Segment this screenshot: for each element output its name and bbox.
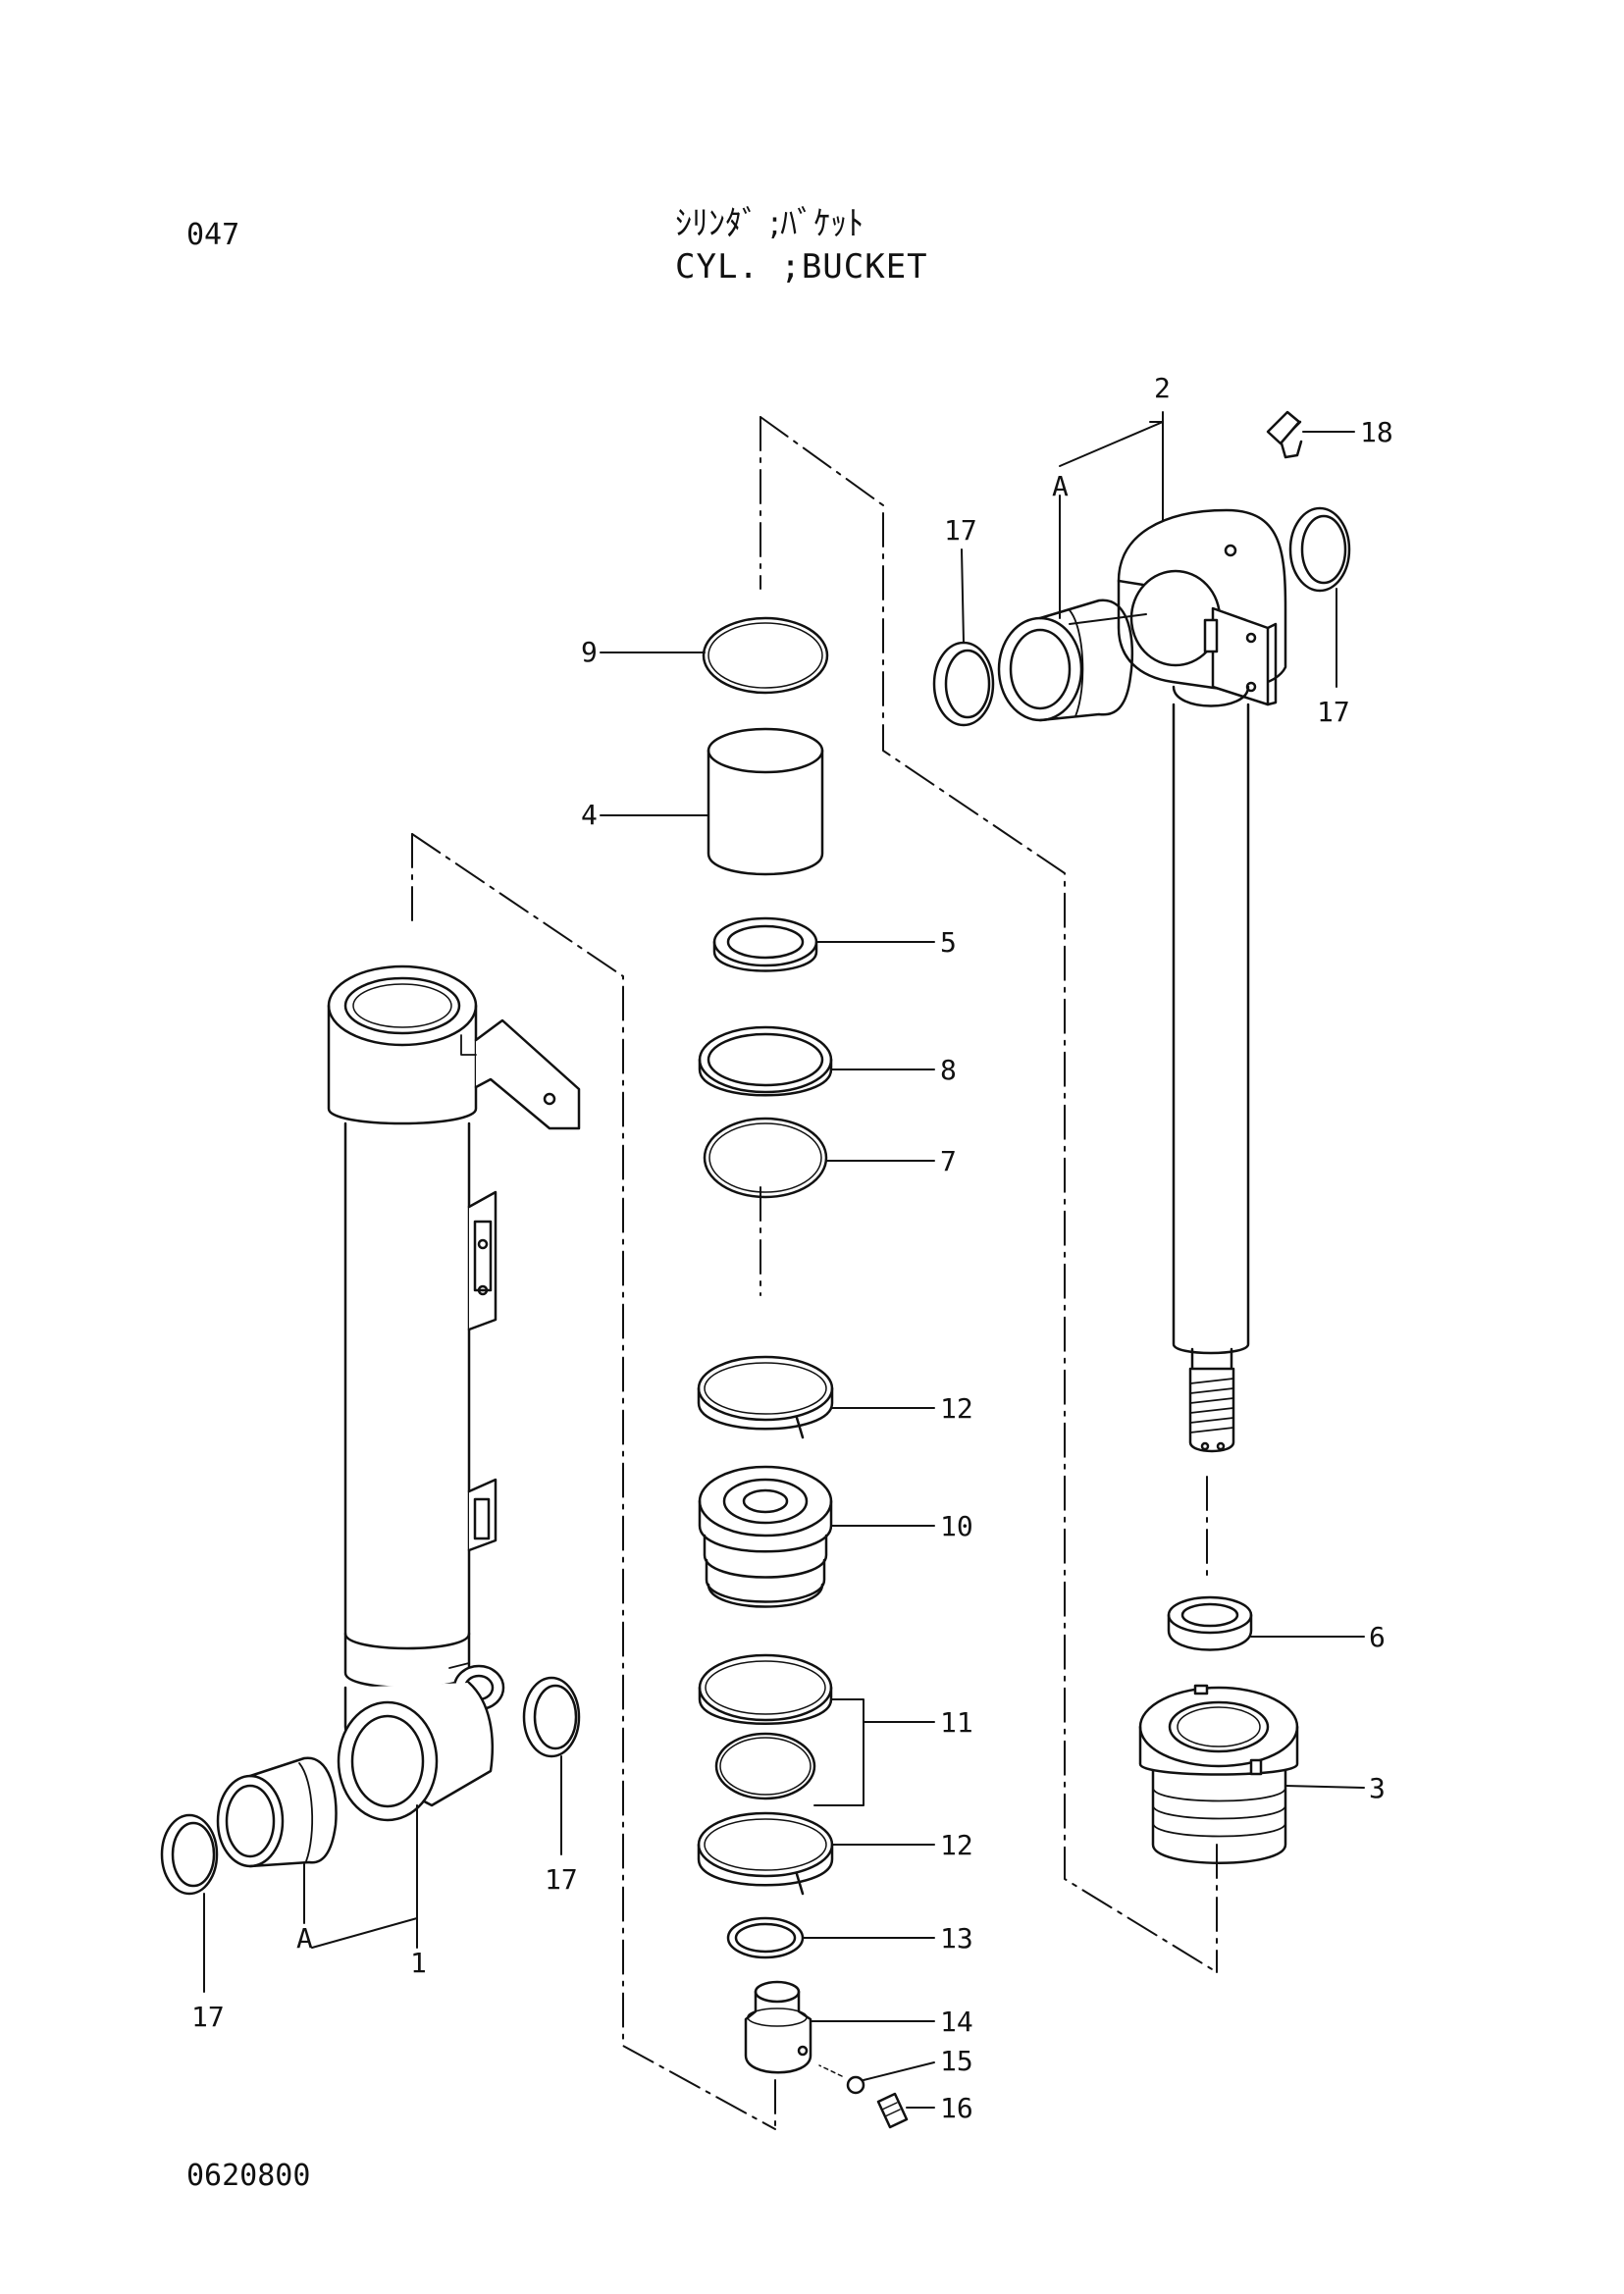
set-screw-16 — [876, 2092, 909, 2129]
cylinder-head-3 — [1138, 1684, 1299, 1864]
o-ring-7 — [703, 1117, 828, 1199]
callout-18: 18 — [1360, 416, 1393, 448]
callout-3: 3 — [1369, 1772, 1386, 1804]
callout-17-tube-left: 17 — [191, 2001, 225, 2033]
o-ring-9 — [702, 616, 829, 695]
nut-14 — [744, 1980, 812, 2074]
seal-ring-11 — [714, 1732, 816, 1800]
wear-ring-12-bottom — [697, 1811, 834, 1896]
callout-16: 16 — [940, 2092, 973, 2124]
callout-17-rod-left: 17 — [944, 514, 977, 547]
cylinder-tube-1 — [327, 965, 581, 1822]
callout-4: 4 — [581, 799, 598, 831]
title-english: CYL. ;BUCKET — [675, 247, 928, 287]
callout-12-bottom: 12 — [940, 1829, 973, 1861]
callout-a-tube: A — [296, 1922, 313, 1955]
seal-17-tube-left — [160, 1813, 219, 1896]
leader-lines — [203, 411, 1365, 2109]
piston-10 — [698, 1465, 833, 1608]
slide-ring-11 — [698, 1653, 833, 1725]
piston-rod-2 — [1069, 508, 1287, 1453]
callout-a-rod: A — [1052, 470, 1069, 502]
callout-1: 1 — [410, 1947, 427, 1979]
callout-7: 7 — [940, 1145, 957, 1177]
callout-labels: 9 4 5 8 7 12 10 11 12 13 14 15 16 6 3 18… — [191, 372, 1393, 2124]
grease-fitting-18 — [1266, 410, 1303, 459]
backup-ring-13 — [726, 1916, 805, 1959]
bushing-a-rod — [997, 599, 1134, 722]
ring-8 — [698, 1025, 833, 1097]
callout-11: 11 — [940, 1706, 973, 1739]
seal-17-tube-right — [522, 1676, 581, 1758]
ring-5 — [712, 916, 818, 972]
callout-17-tube-right: 17 — [545, 1863, 578, 1896]
title-japanese: ｼﾘﾝﾀﾞ ;ﾊﾞｹｯﾄ — [675, 204, 864, 243]
callout-5: 5 — [940, 926, 957, 959]
callout-13: 13 — [940, 1922, 973, 1955]
bushing-4 — [707, 727, 824, 876]
callout-2: 2 — [1154, 372, 1171, 404]
callout-6: 6 — [1369, 1621, 1386, 1653]
callout-10: 10 — [940, 1510, 973, 1542]
bushing-a-tube — [216, 1756, 338, 1868]
wear-ring-12-top — [697, 1355, 834, 1439]
seal-17-rod-left — [932, 641, 995, 727]
callout-9: 9 — [581, 636, 598, 668]
assembly-chain-lines — [411, 416, 1218, 2130]
callout-14: 14 — [940, 2006, 973, 2038]
callout-8: 8 — [940, 1054, 957, 1086]
page-number: 047 — [186, 218, 240, 252]
drawing-number: 0620800 — [186, 2159, 311, 2193]
seal-17-rod-right — [1288, 506, 1351, 593]
ball-15 — [818, 2064, 865, 2095]
callout-17-rod-right: 17 — [1317, 696, 1350, 728]
rod-packing-6 — [1167, 1595, 1253, 1651]
callout-12-top: 12 — [940, 1392, 973, 1425]
callout-15: 15 — [940, 2045, 973, 2077]
